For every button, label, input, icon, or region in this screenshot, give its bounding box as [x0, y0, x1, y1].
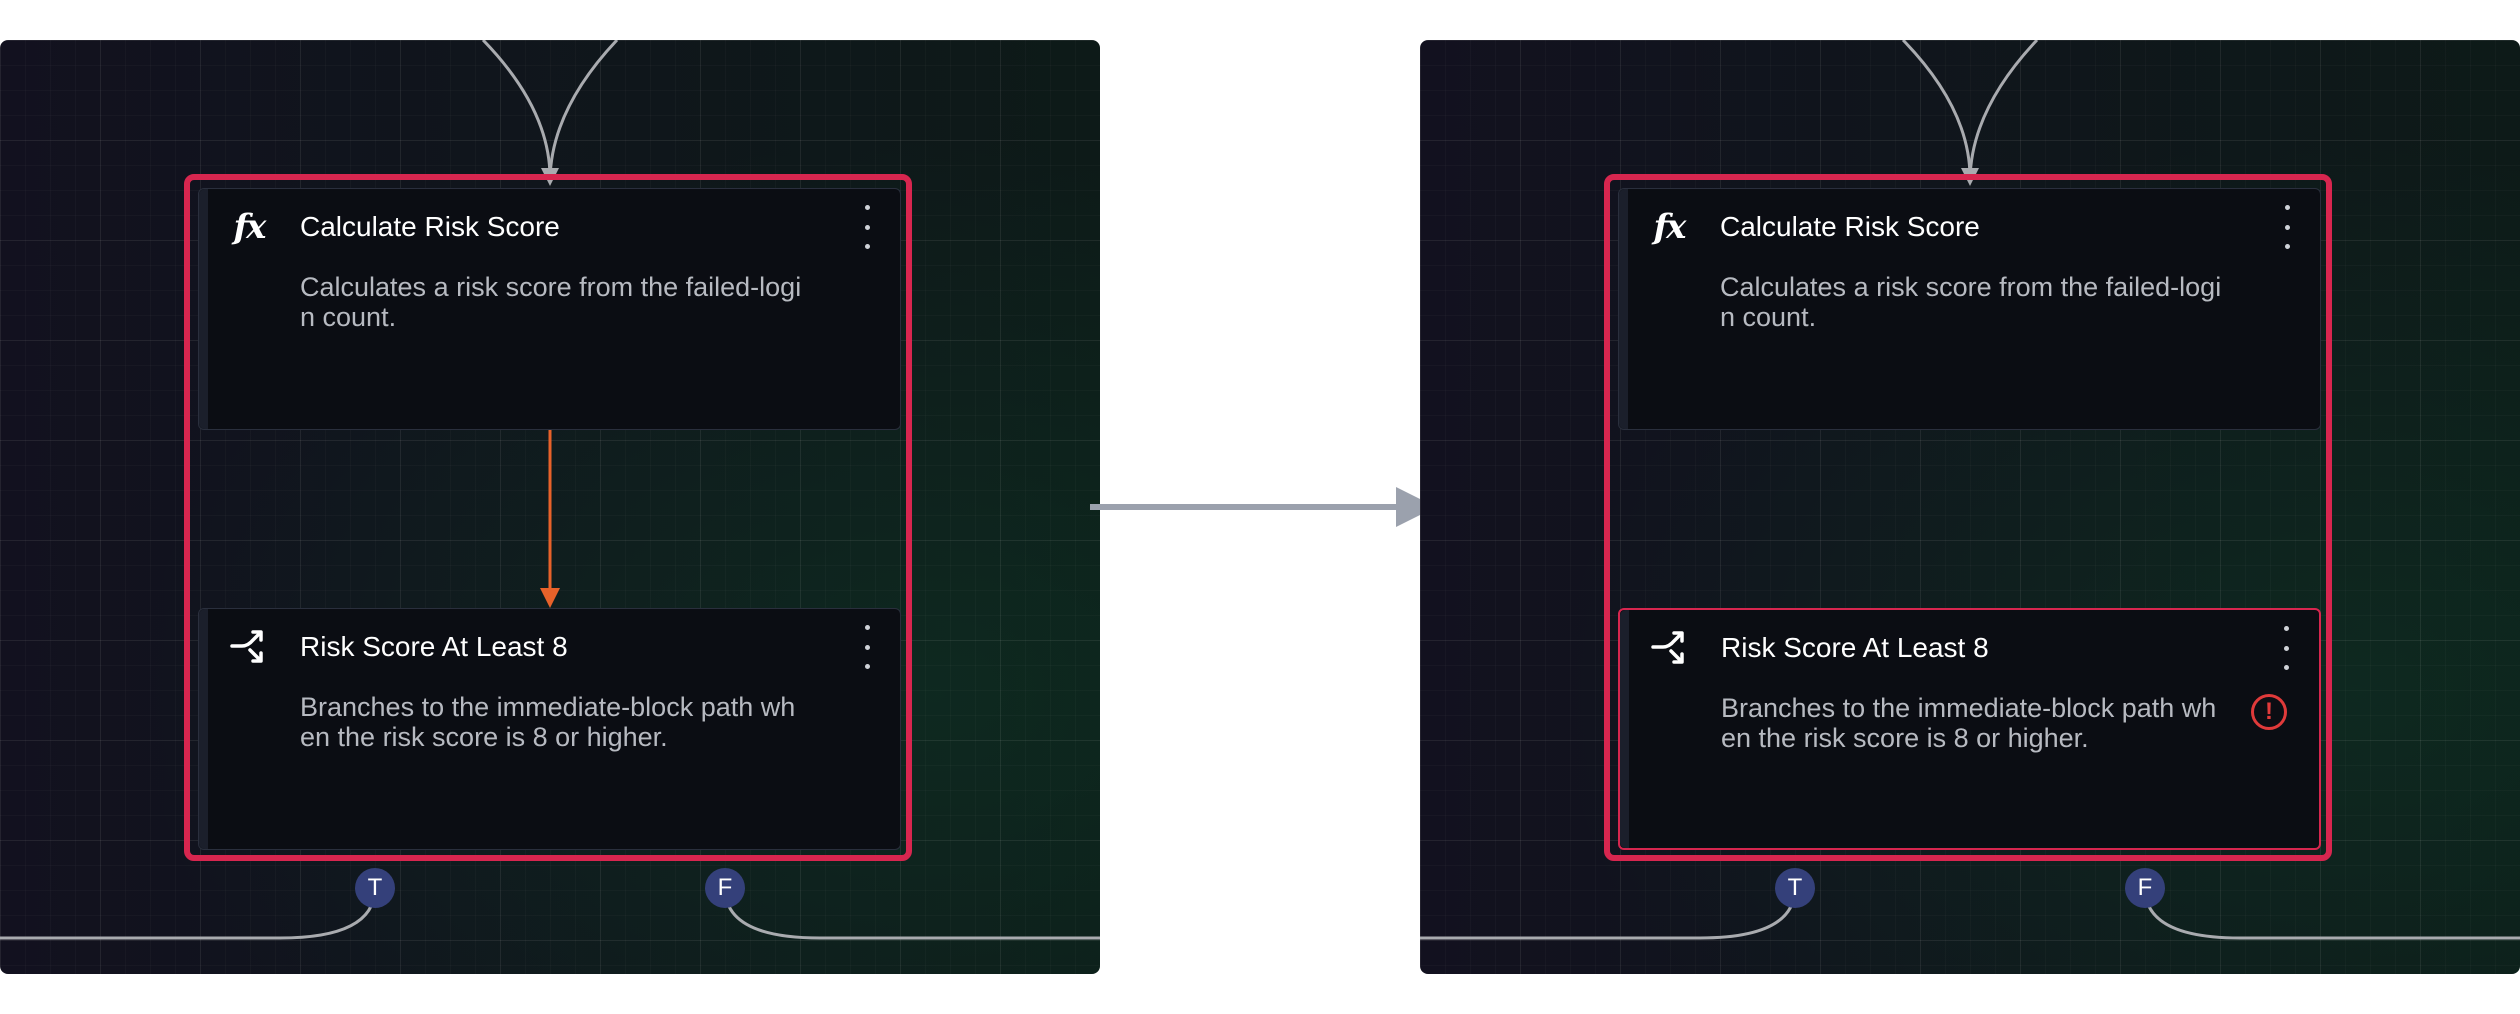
true-branch-edge[interactable] — [0, 887, 377, 940]
node-title: Calculate Risk Score — [1720, 211, 1980, 242]
more-options-icon[interactable] — [2279, 626, 2293, 670]
false-branch-edge[interactable] — [723, 887, 1100, 940]
function-icon: fx — [1653, 207, 1687, 247]
true-handle[interactable]: T — [1775, 868, 1815, 908]
incoming-edge-right — [548, 40, 619, 181]
node-title: Calculate Risk Score — [300, 211, 560, 242]
true-handle[interactable]: T — [355, 868, 395, 908]
incoming-edge-left — [1901, 40, 1972, 181]
selection-group[interactable] — [184, 174, 912, 861]
node-calculate-risk-score[interactable]: fx Calculate Risk Score Calculates a ris… — [1618, 188, 2321, 430]
node-calculate-risk-score[interactable]: fx Calculate Risk Score Calculates a ris… — [198, 188, 901, 430]
more-options-icon[interactable] — [860, 625, 874, 669]
false-handle[interactable]: F — [2125, 868, 2165, 908]
node-title: Risk Score At Least 8 — [1721, 632, 1989, 663]
node-description: Calculates a risk score from the failed-… — [300, 272, 802, 332]
error-icon[interactable]: ! — [2251, 694, 2287, 730]
node-description: Branches to the immediate-block path whe… — [1721, 693, 2217, 753]
true-branch-edge[interactable] — [1420, 887, 1797, 940]
node-title: Risk Score At Least 8 — [300, 631, 568, 662]
edge-arrowhead — [540, 588, 560, 608]
branch-icon — [229, 627, 269, 667]
incoming-edge-right — [1968, 40, 2039, 181]
incoming-edge-left — [481, 40, 552, 181]
false-branch-edge[interactable] — [2143, 887, 2520, 940]
selection-group[interactable] — [1604, 174, 2332, 861]
more-options-icon[interactable] — [860, 205, 874, 249]
function-icon: fx — [233, 207, 267, 247]
branch-icon — [1650, 628, 1690, 668]
canvas-before[interactable]: fx Calculate Risk Score Calculates a ris… — [0, 40, 1100, 974]
node-risk-score-branch[interactable]: Risk Score At Least 8 Branches to the im… — [198, 608, 901, 850]
node-description: Calculates a risk score from the failed-… — [1720, 272, 2222, 332]
node-description: Branches to the immediate-block path whe… — [300, 692, 796, 752]
false-handle[interactable]: F — [705, 868, 745, 908]
node-risk-score-branch[interactable]: Risk Score At Least 8 Branches to the im… — [1618, 608, 2321, 850]
transition-arrow — [1090, 487, 1436, 527]
more-options-icon[interactable] — [2280, 205, 2294, 249]
canvas-after[interactable]: fx Calculate Risk Score Calculates a ris… — [1420, 40, 2520, 974]
